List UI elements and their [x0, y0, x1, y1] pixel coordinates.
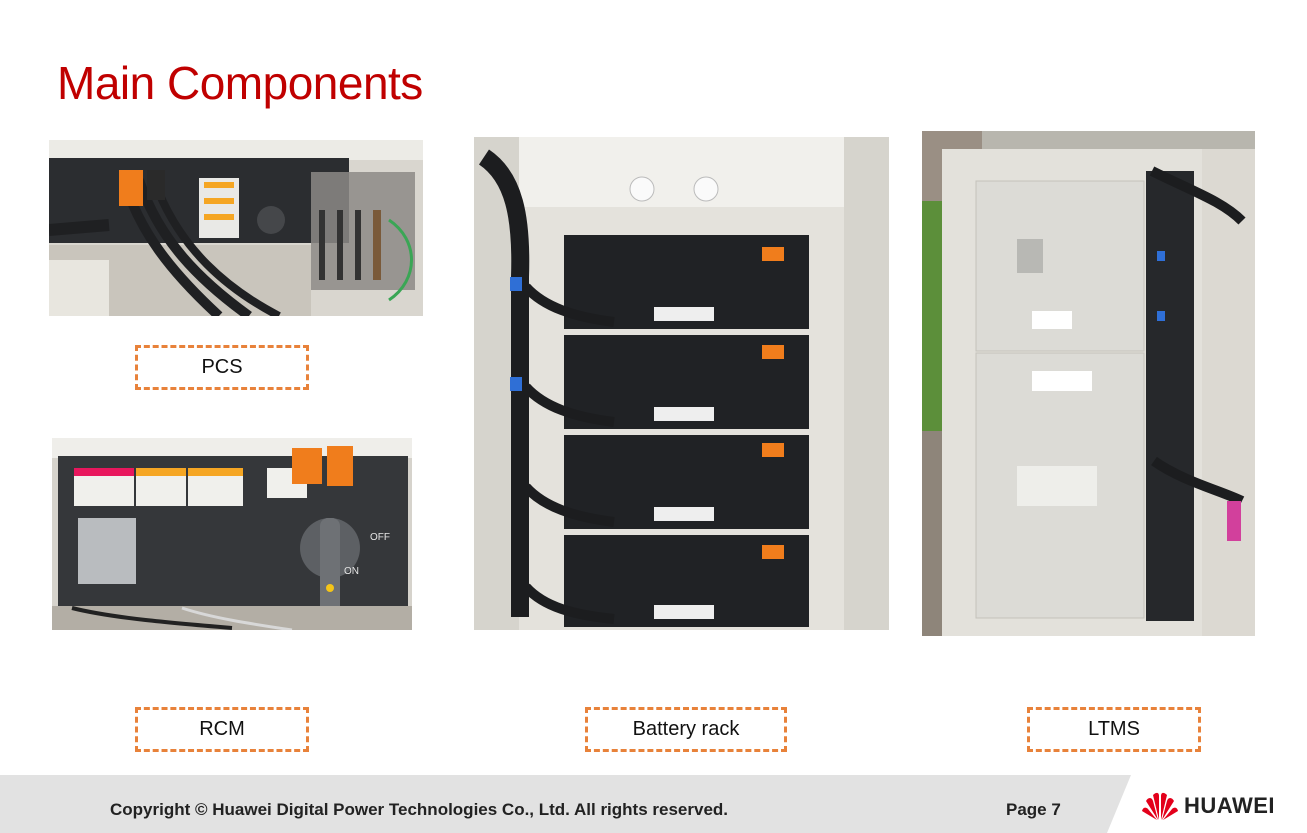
rcm-photo: OFF ON — [52, 438, 412, 630]
battery-rack-label: Battery rack — [585, 707, 787, 752]
copyright-text: Copyright © Huawei Digital Power Technol… — [110, 800, 729, 819]
page-number: Page 7 — [1006, 800, 1061, 819]
footer-logo-area — [1107, 775, 1307, 833]
battery-rack-photo — [474, 137, 889, 630]
slide-title: Main Components — [57, 57, 423, 109]
rcm-label: RCM — [135, 707, 309, 752]
ltms-photo — [922, 131, 1255, 636]
pcs-photo — [49, 140, 423, 316]
off-marking: OFF — [370, 532, 390, 543]
pcs-label: PCS — [135, 345, 309, 390]
huawei-brand: HUAWEI — [1142, 791, 1275, 821]
on-marking: ON — [344, 566, 359, 577]
ltms-label: LTMS — [1027, 707, 1201, 752]
brand-name: HUAWEI — [1184, 793, 1275, 818]
footer: Copyright © Huawei Digital Power Technol… — [0, 775, 1307, 833]
huawei-flower-logo-icon — [1142, 792, 1178, 820]
